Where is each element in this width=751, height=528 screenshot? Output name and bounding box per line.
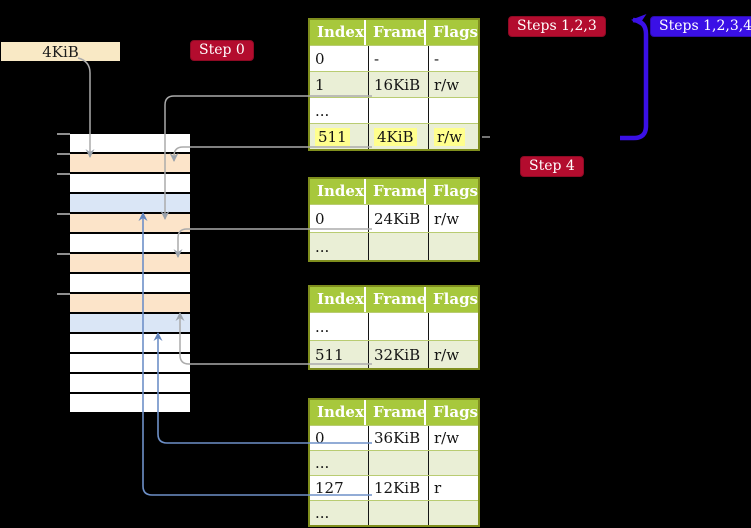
table-cell: 36KiB [368,426,428,450]
table-cell: 0 [315,429,325,447]
table-cell: 24KiB [368,205,428,232]
table-row: ... [310,500,478,525]
table-cell: 511 [310,124,368,149]
memory-address-tick [57,153,70,155]
table-cell [368,501,428,525]
memory-frame-row [70,394,190,412]
memory-frame-row [70,254,190,272]
table-cell: 1 [315,75,325,94]
memory-address-tick [57,133,70,135]
table-cell: ... [315,454,330,472]
step0-badge: Step 0 [190,40,254,61]
table-row: ... [310,450,478,475]
column-header: Flags [424,400,478,425]
frame-size-label: 4KiB [1,42,120,61]
table-cell: r/w [428,426,478,450]
table-cell: 127 [315,479,344,497]
arrow-steps-loop-back [620,14,649,141]
table-row: ... [310,97,478,123]
table-cell: r [428,476,478,500]
table-cell [428,233,478,260]
memory-frame-row [70,154,190,172]
table-cell: 32KiB [368,341,428,368]
table-cell: r/w [428,124,478,149]
table-row: 0 -- [310,45,478,71]
memory-frame-row [70,234,190,252]
memory-frame-row [70,214,190,232]
column-header: Flags [424,179,478,204]
memory-address-tick [57,253,70,255]
column-header: Flags [424,20,478,45]
steps123-badge: Steps 1,2,3 [508,16,606,37]
column-header: Index [317,23,364,41]
table-cell: 4KiB [368,124,428,149]
memory-frame-row [70,354,190,372]
table-cell: 16KiB [368,72,428,97]
highlighted-value: r/w [434,127,466,146]
table-cell [368,98,428,123]
memory-frame-row [70,334,190,352]
table-cell: 0 [315,209,325,228]
column-header: Flags [424,287,478,312]
table-cell: r/w [428,205,478,232]
memory-frame-row [70,374,190,392]
table-cell [368,451,428,475]
table-cell [428,501,478,525]
column-header: Frame [364,287,426,312]
table-cell: ... [315,101,330,120]
column-header: Index [317,182,364,200]
memory-address-tick [57,213,70,215]
memory-address-tick [57,173,70,175]
column-header: Frame [364,20,426,45]
memory-frame-row [70,274,190,292]
table-cell: r/w [428,341,478,368]
memory-frame-row [70,314,190,332]
highlighted-value: 511 [315,127,350,146]
memory-frame-row [70,294,190,312]
column-header: Index [317,290,364,308]
memory-frame-row [70,174,190,192]
highlighted-value: 4KiB [374,127,417,146]
table-cell: - [428,46,478,71]
table-cell [368,233,428,260]
table-cell: 0 [315,49,325,68]
table-cell: ... [315,504,330,522]
memory-frame-row [70,134,190,152]
table-row: 511 4KiB r/w [310,123,478,149]
column-header: Frame [364,400,426,425]
table-cell: ... [315,237,330,256]
table-cell [368,313,428,340]
step4-badge: Step 4 [520,156,584,177]
table-cell: - [368,46,428,71]
table-cell: r/w [428,72,478,97]
table-cell: 511 [315,345,344,364]
table-cell [428,98,478,123]
table-row: ... [310,232,478,260]
column-header: Frame [364,179,426,204]
column-header: Index [317,403,364,421]
steps1234-badge: Steps 1,2,3,4 [650,16,751,37]
table-cell: 12KiB [368,476,428,500]
memory-frame-row [70,194,190,212]
table-row: ... [310,312,478,340]
table-cell: ... [315,317,330,336]
table-cell [428,313,478,340]
memory-address-tick [57,293,70,295]
table-cell [428,451,478,475]
